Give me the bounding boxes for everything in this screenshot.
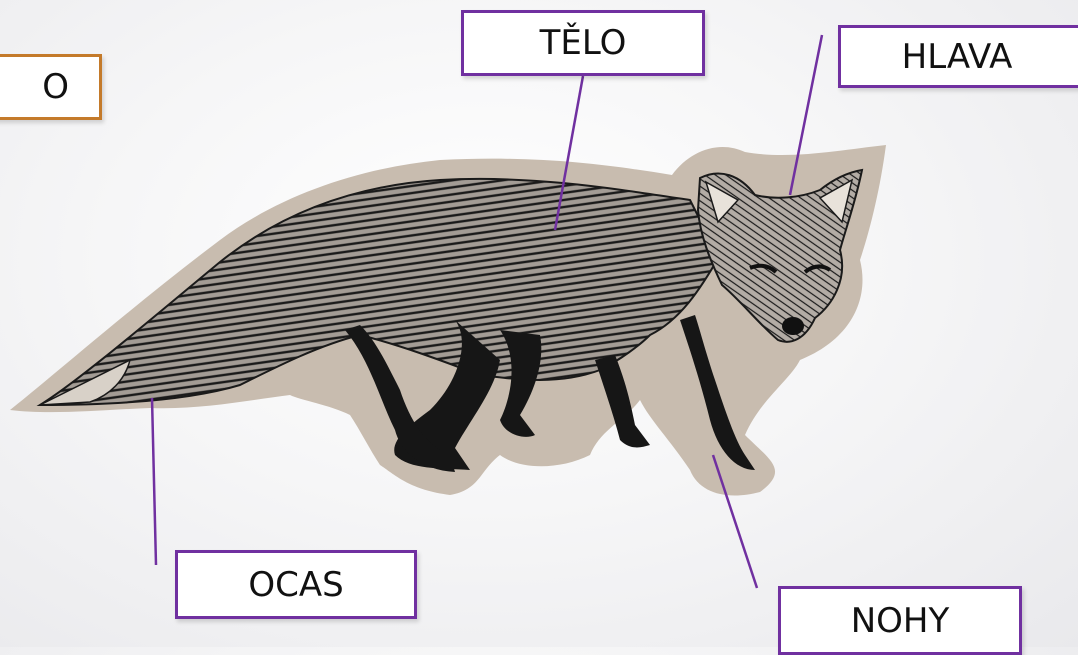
body-label: TĚLO (461, 10, 705, 76)
head-label: HLAVA (838, 25, 1078, 88)
partial-label: O (0, 54, 102, 120)
nose (782, 317, 804, 335)
head-label-text: HLAVA (902, 37, 1013, 77)
legs-label-text: NOHY (851, 601, 950, 641)
leader-tail (152, 398, 156, 565)
tail-label: OCAS (175, 550, 417, 619)
partial-label-text: O (42, 67, 69, 107)
tail-label-text: OCAS (248, 565, 343, 605)
body-label-text: TĚLO (540, 23, 627, 63)
legs-label: NOHY (778, 586, 1022, 655)
